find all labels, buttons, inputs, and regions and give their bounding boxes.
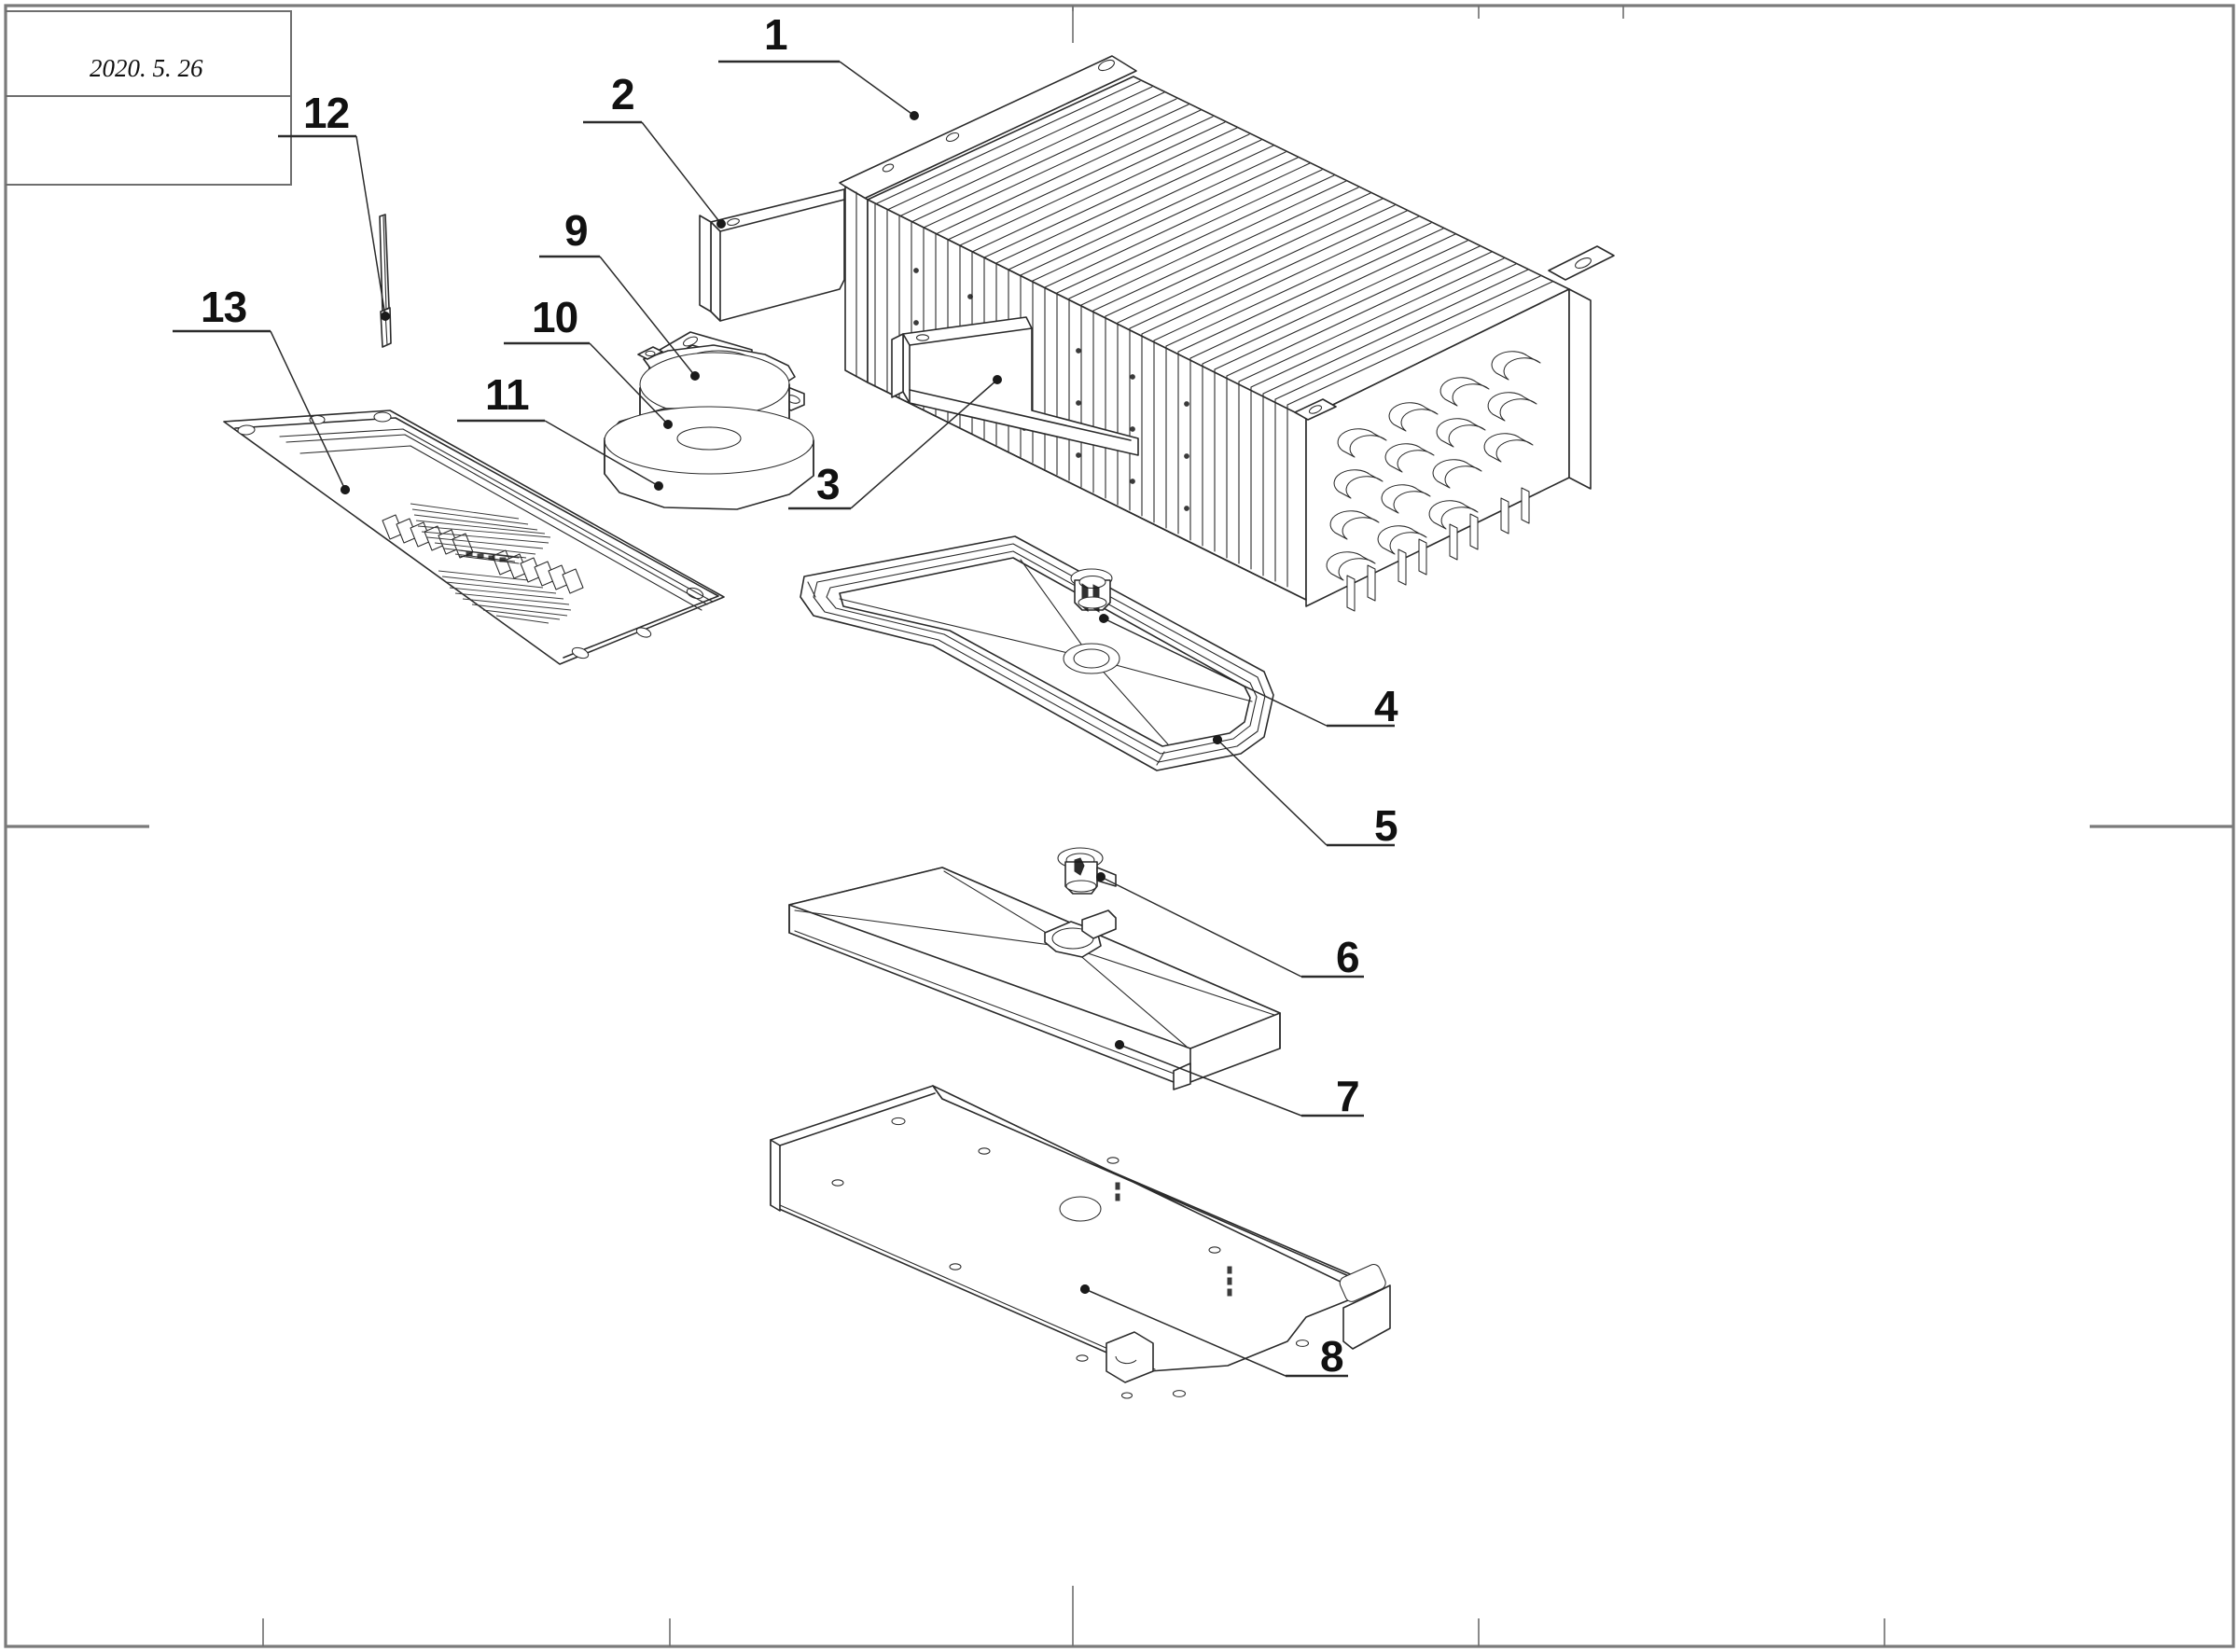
callout-leader-3 xyxy=(850,379,998,509)
callout-leader-6 xyxy=(1100,876,1302,978)
callout-number-12: 12 xyxy=(303,89,350,137)
part-sensor-probe-pin xyxy=(379,214,392,348)
callout-number-6: 6 xyxy=(1336,933,1360,981)
callout-number-4: 4 xyxy=(1374,682,1398,730)
part-upper-drain-pan xyxy=(800,535,1274,771)
callout-number-8: 8 xyxy=(1320,1332,1344,1381)
callout-leaders xyxy=(173,60,1395,1378)
part-right-end-bracket xyxy=(891,316,1139,456)
ubend-tubes xyxy=(1326,351,1541,581)
part-drain-outlet-fitting xyxy=(1070,568,1113,613)
callout-dot-11 xyxy=(654,481,663,491)
title-block xyxy=(6,6,1074,186)
callout-leader-9 xyxy=(599,256,696,377)
tube-stubs xyxy=(1346,487,1530,612)
callout-leader-2 xyxy=(641,121,722,225)
part-louvered-front-panel xyxy=(223,410,725,665)
sheet-border xyxy=(4,4,2235,1648)
callout-dot-8 xyxy=(1080,1284,1090,1294)
callout-number-5: 5 xyxy=(1374,801,1398,850)
callout-dot-13 xyxy=(341,485,350,494)
callout-leader-11 xyxy=(544,420,660,487)
part-lower-insulation-pan xyxy=(788,867,1281,1090)
callout-leader-5 xyxy=(1217,739,1328,846)
callout-number-7: 7 xyxy=(1336,1072,1360,1120)
callout-number-1: 1 xyxy=(764,10,788,59)
callout-leader-10 xyxy=(589,342,669,425)
title-block-date: 2020. 5. 26 xyxy=(90,54,203,82)
coil-ubend-header xyxy=(1294,245,1615,612)
part-heat-exchanger-coil xyxy=(839,55,1615,612)
callout-dot-10 xyxy=(663,420,673,429)
callout-dot-5 xyxy=(1213,735,1222,744)
callout-dot-7 xyxy=(1115,1040,1124,1049)
callout-dot-2 xyxy=(716,219,726,229)
callout-dot-6 xyxy=(1096,872,1106,882)
callout-number-2: 2 xyxy=(611,70,635,118)
part-drain-grommet xyxy=(1057,847,1117,895)
callout-dot-9 xyxy=(690,371,700,381)
callout-dot-3 xyxy=(993,375,1002,384)
callout-number-10: 10 xyxy=(532,293,578,341)
callout-number-3: 3 xyxy=(816,460,841,508)
callout-leader-7 xyxy=(1119,1044,1302,1117)
callout-dot-4 xyxy=(1099,614,1108,623)
callout-number-11: 11 xyxy=(485,370,530,419)
callout-leader-8 xyxy=(1084,1288,1286,1377)
part-fan-motor-assembly xyxy=(604,352,814,510)
louver-vent-pattern xyxy=(382,503,584,624)
part-left-end-bracket xyxy=(699,188,845,322)
callout-leader-13 xyxy=(270,330,346,491)
callout-leader-12 xyxy=(355,135,386,317)
callout-leader-4 xyxy=(1103,618,1328,727)
callout-dot-1 xyxy=(910,111,919,120)
callout-number-13: 13 xyxy=(201,283,247,331)
callout-leader-1 xyxy=(839,61,915,117)
callout-number-9: 9 xyxy=(564,206,589,255)
part-bottom-base-plate xyxy=(770,1085,1391,1399)
callout-dot-12 xyxy=(381,312,390,321)
